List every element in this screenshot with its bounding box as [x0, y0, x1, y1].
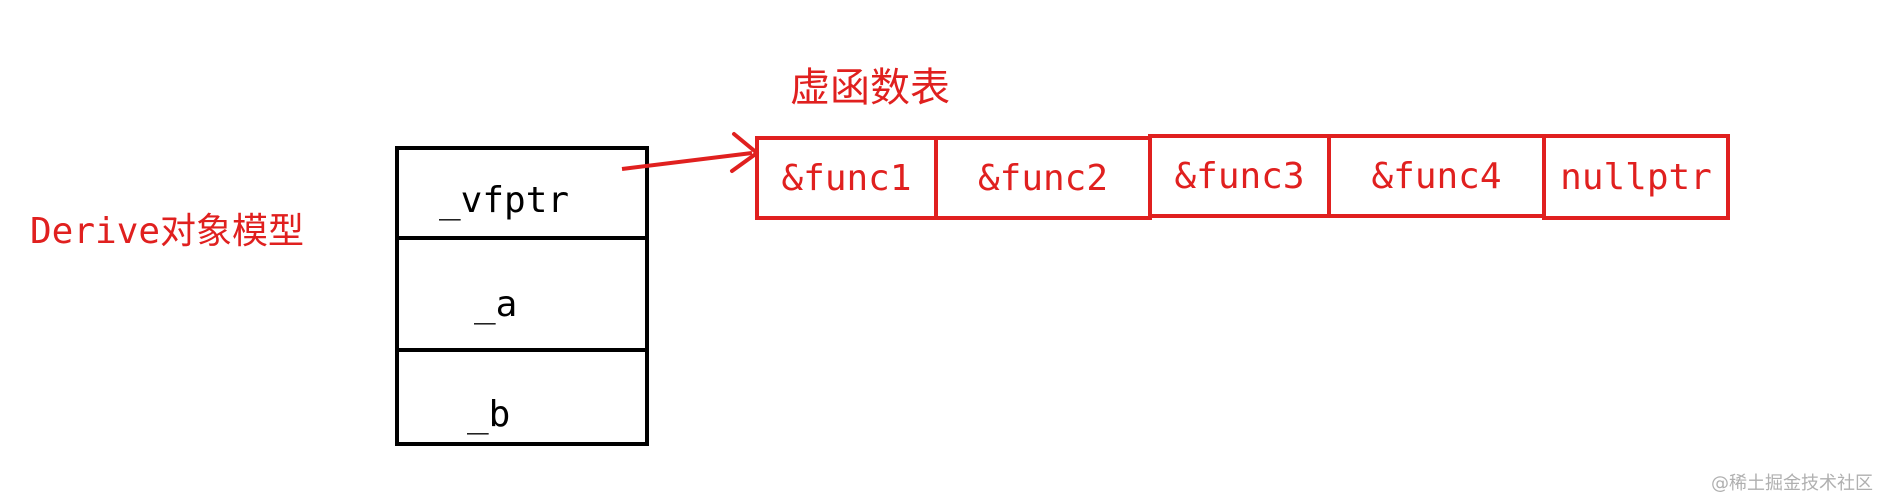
vtable-entry-nullptr: nullptr: [1542, 134, 1730, 220]
arrow-head: [730, 132, 759, 173]
vtable-entry-func3: &func3: [1148, 134, 1331, 218]
object-model-title: Derive对象模型: [30, 211, 305, 252]
object-field-a-label: _a: [474, 284, 518, 325]
object-field-b-label: _b: [467, 394, 511, 435]
vtable-entry-func2: &func2: [934, 136, 1152, 220]
watermark: @稀土掘金技术社区: [1711, 473, 1873, 494]
object-field-b: _b: [395, 348, 649, 446]
vtable-title: 虚函数表: [790, 65, 950, 111]
object-field-vfptr-label: _vfptr: [439, 180, 570, 221]
arrow-shaft: [621, 151, 753, 171]
